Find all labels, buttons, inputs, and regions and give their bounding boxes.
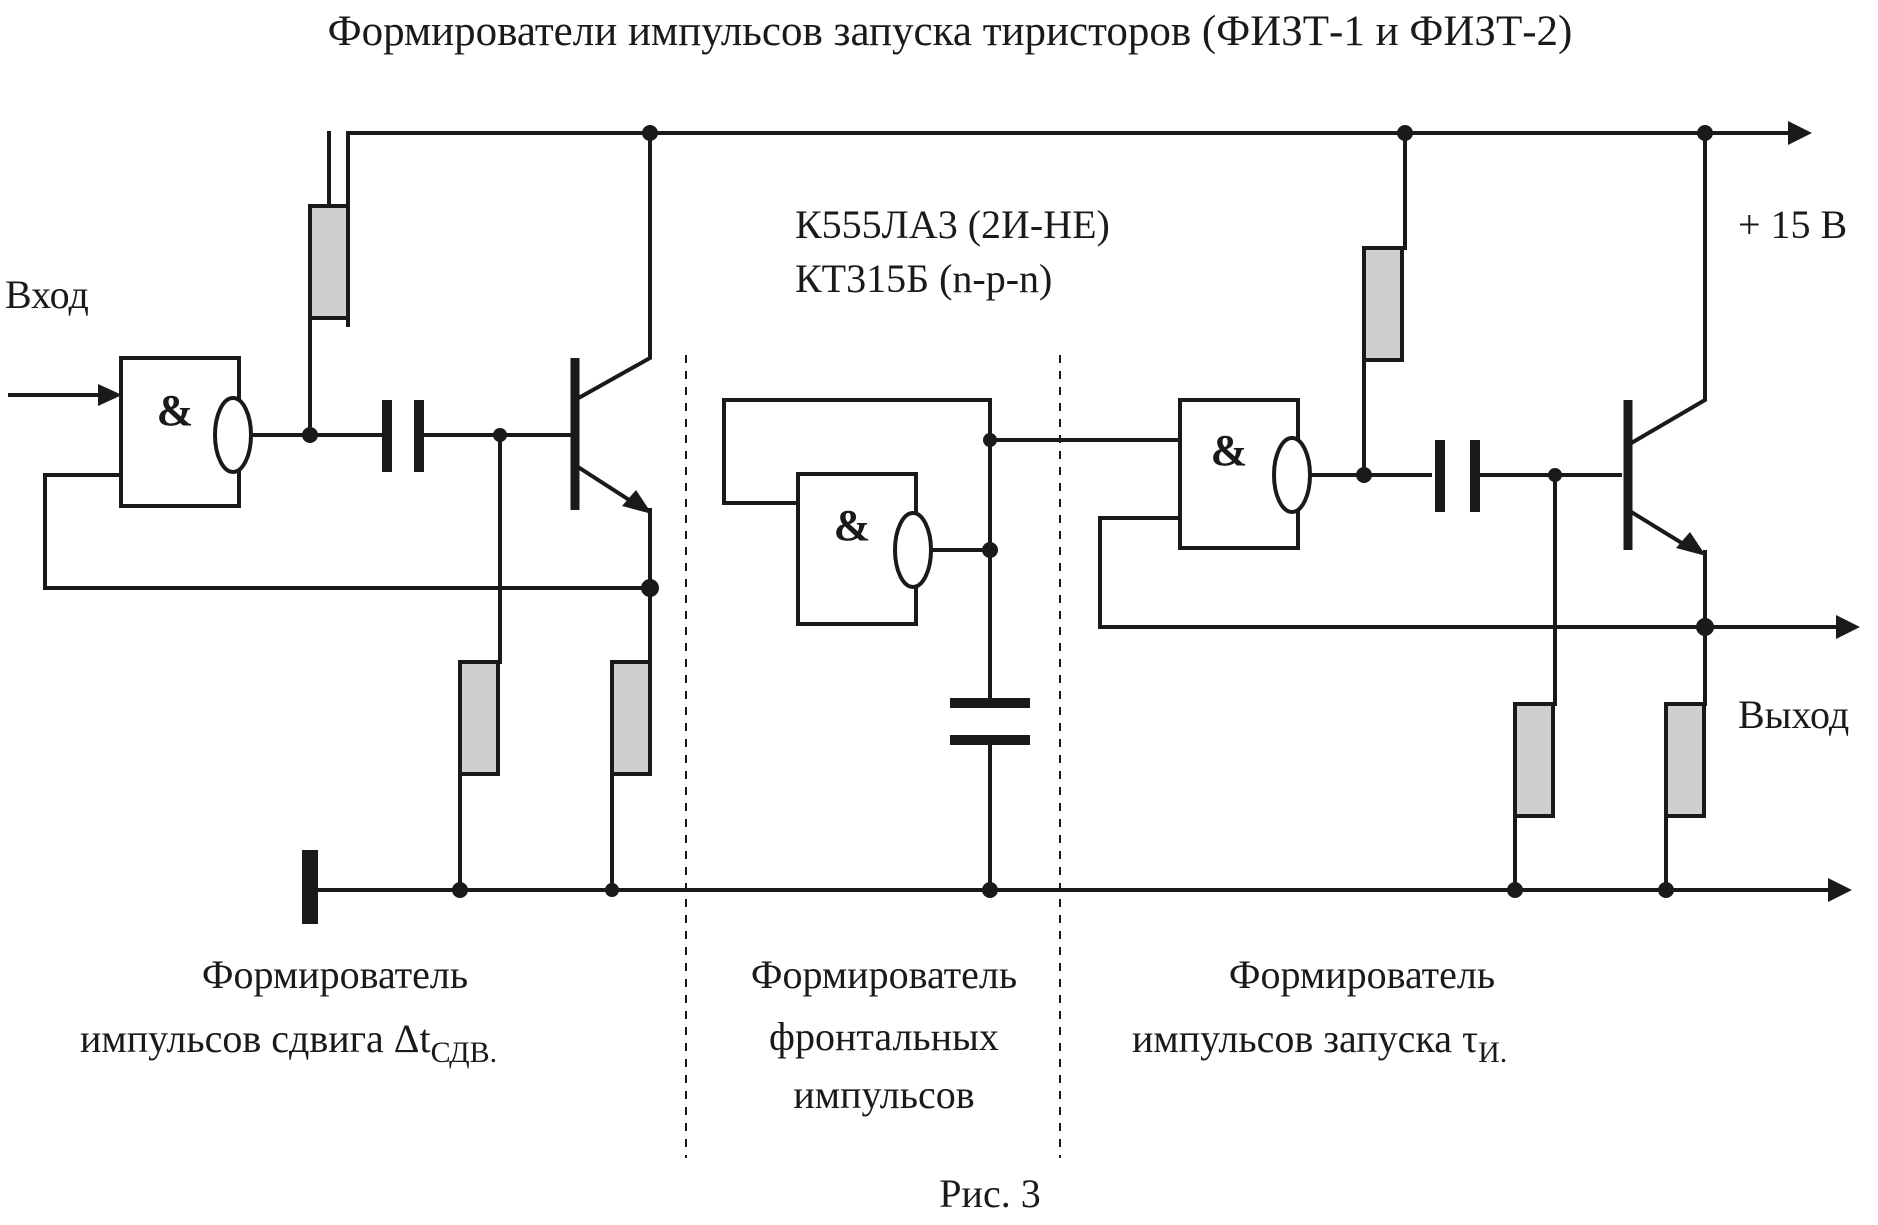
gate-3-symbol: & bbox=[1211, 426, 1248, 475]
trigger-caption-line2: импульсов запуска τИ. bbox=[1132, 1016, 1507, 1069]
ground-terminal bbox=[302, 850, 318, 924]
resistor-r1 bbox=[310, 206, 348, 318]
shift-caption-line1: Формирователь bbox=[202, 952, 468, 997]
trigger-block-caption: Формирователь импульсов запуска τИ. bbox=[1132, 952, 1507, 1069]
shift-pulse-former: & bbox=[45, 125, 659, 898]
output-arrow-icon bbox=[1836, 615, 1860, 639]
ground-arrow-icon bbox=[1828, 878, 1852, 902]
trigger-caption-subscript: И. bbox=[1478, 1036, 1507, 1069]
resistor-r3 bbox=[612, 662, 650, 774]
gate-2-inverter-bubble bbox=[895, 513, 931, 587]
output-label: Выход bbox=[1738, 692, 1849, 737]
transistor-type-label: КТ315Б (n-p-n) bbox=[795, 256, 1052, 301]
shift-caption-line2: импульсов сдвига ΔtСДВ. bbox=[80, 1016, 497, 1069]
figure-caption: Рис. 3 bbox=[939, 1171, 1040, 1216]
supply-label: + 15 В bbox=[1738, 202, 1847, 247]
trigger-caption-text: импульсов запуска τ bbox=[1132, 1016, 1478, 1061]
input-label: Вход bbox=[5, 272, 89, 317]
resistor-r6 bbox=[1666, 704, 1704, 816]
resistor-r4 bbox=[1364, 248, 1402, 360]
gate-1-symbol: & bbox=[157, 386, 194, 435]
t2-emitter-arrow-icon bbox=[1676, 532, 1706, 556]
input-arrow-icon bbox=[98, 384, 122, 406]
front-caption-line2: фронтальных bbox=[769, 1014, 999, 1059]
front-block-caption: Формирователь фронтальных импульсов bbox=[751, 952, 1017, 1117]
ic-type-label: К555ЛА3 (2И-НЕ) bbox=[795, 202, 1110, 247]
front-pulse-former: & bbox=[724, 400, 1180, 898]
gate-2-symbol: & bbox=[834, 501, 871, 550]
ground-rail bbox=[302, 850, 1852, 924]
shift-caption-text: импульсов сдвига Δt bbox=[80, 1016, 431, 1061]
shift-caption-subscript: СДВ. bbox=[431, 1036, 498, 1069]
trigger-caption-line1: Формирователь bbox=[1229, 952, 1495, 997]
gate-1-inverter-bubble bbox=[215, 398, 251, 472]
front-caption-line1: Формирователь bbox=[751, 952, 1017, 997]
resistor-r5 bbox=[1515, 704, 1553, 816]
diagram-title: Формирователи импульсов запуска тиристор… bbox=[328, 8, 1573, 55]
input-line bbox=[10, 384, 122, 406]
front-caption-line3: импульсов bbox=[793, 1072, 974, 1117]
shift-block-caption: Формирователь импульсов сдвига ΔtСДВ. bbox=[80, 952, 497, 1069]
resistor-r2 bbox=[460, 662, 498, 774]
supply-arrow-icon bbox=[1788, 121, 1812, 145]
t1-emitter-arrow-icon bbox=[622, 490, 652, 514]
gate-3-inverter-bubble bbox=[1274, 438, 1310, 512]
